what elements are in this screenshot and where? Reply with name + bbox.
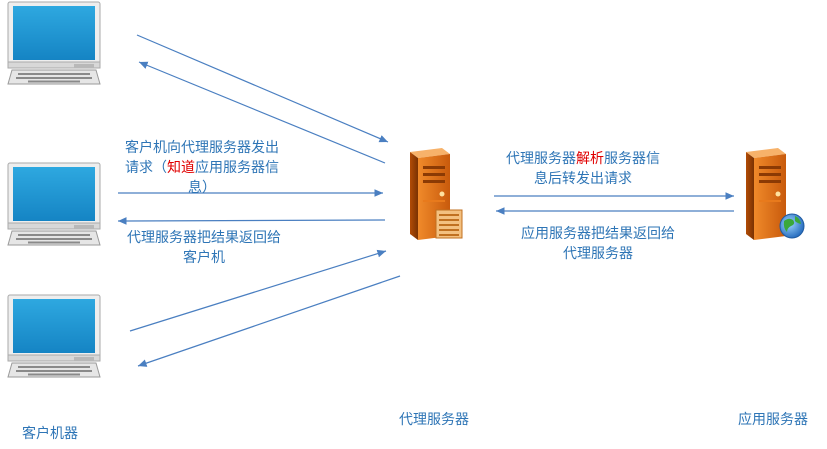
caption-app: 应用服务器 — [738, 412, 808, 428]
label-proxy-to-client: 代理服务器把结果返回给 客户机 — [104, 228, 304, 268]
arrow-proxy-to-client2 — [117, 217, 386, 225]
label-proxy-to-app-line2: 息后转发出请求 — [534, 171, 632, 187]
label-app-to-proxy: 应用服务器把结果返回给 代理服务器 — [500, 224, 696, 264]
label-proxy-to-client-line2: 客户机 — [183, 250, 225, 266]
label-pa-highlight: 解析 — [576, 151, 604, 167]
proxy-server-icon — [410, 148, 463, 240]
client-computer-2 — [7, 162, 101, 246]
label-pa-pre: 代理服务器 — [506, 151, 576, 167]
label-app-to-proxy-line2: 代理服务器 — [563, 246, 633, 262]
label-app-to-proxy-line1: 应用服务器把结果返回给 — [521, 226, 675, 242]
label-client-to-proxy: 客户机向代理服务器发出 请求（知道应用服务器信 息） — [107, 138, 297, 198]
arrow-proxy-to-client3 — [137, 275, 401, 367]
label-pa-post: 服务器信 — [604, 151, 660, 167]
label-proxy-to-app: 代理服务器解析服务器信 息后转发出请求 — [488, 149, 678, 189]
app-server-icon — [746, 148, 805, 240]
label-line2-post: 应用服务器信 — [195, 160, 279, 176]
label-client-to-proxy-line3: 息） — [188, 180, 216, 196]
label-line2-highlight: 知道 — [167, 160, 195, 176]
label-client-to-proxy-line2: 请求（知道应用服务器信 — [107, 158, 297, 178]
caption-clients: 客户机器 — [22, 426, 78, 442]
label-client-to-proxy-line1: 客户机向代理服务器发出 — [125, 140, 279, 156]
arrow-client3-to-proxy — [129, 249, 387, 332]
caption-proxy: 代理服务器 — [399, 412, 469, 428]
arrow-client1-to-proxy — [136, 34, 389, 143]
arrow-proxy-to-client1 — [138, 61, 386, 164]
client-computer-1 — [7, 1, 101, 85]
client-computer-3 — [7, 294, 101, 378]
label-line2-pre: 请求（ — [125, 160, 167, 176]
label-proxy-to-client-line1: 代理服务器把结果返回给 — [127, 230, 281, 246]
label-proxy-to-app-line1: 代理服务器解析服务器信 — [488, 149, 678, 169]
